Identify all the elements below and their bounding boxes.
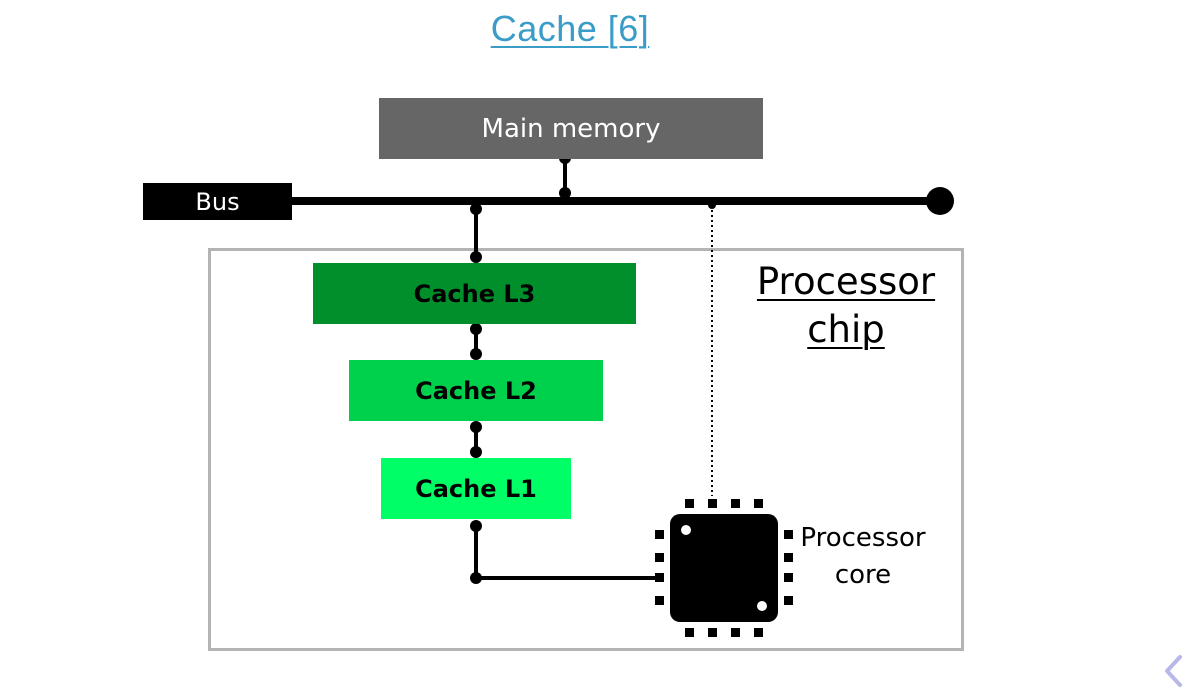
processor-chip-label: Processor chip xyxy=(756,260,936,351)
main-memory-box: Main memory xyxy=(379,98,763,159)
bus-label: Bus xyxy=(143,183,292,220)
cache-l1-box: Cache L1 xyxy=(381,458,571,519)
slide-title[interactable]: Cache [6] xyxy=(490,8,650,49)
previous-slide-button[interactable] xyxy=(1158,652,1188,689)
l2-l1-dot-top xyxy=(470,421,482,433)
chevron-left-icon xyxy=(1165,654,1182,687)
bus-l3-dot-top xyxy=(470,203,482,215)
l1-core-dot-top xyxy=(470,520,482,532)
processor-chip-frame xyxy=(208,248,964,651)
processor-core-icon xyxy=(655,499,793,637)
l2-l1-dot-bottom xyxy=(470,446,482,458)
l3-l2-dot-top xyxy=(470,323,482,335)
memory-connector-dot-bottom xyxy=(559,187,571,199)
l1-core-connector xyxy=(474,526,660,580)
cache-l2-box: Cache L2 xyxy=(349,360,603,421)
cache-l3-box: Cache L3 xyxy=(313,263,636,324)
l3-l2-dot-bottom xyxy=(470,348,482,360)
bus-l3-dot-bottom xyxy=(470,251,482,263)
l1-core-dot-corner xyxy=(470,572,482,584)
bus-end-terminal xyxy=(926,187,954,215)
processor-core-label: Processor core xyxy=(800,523,926,590)
